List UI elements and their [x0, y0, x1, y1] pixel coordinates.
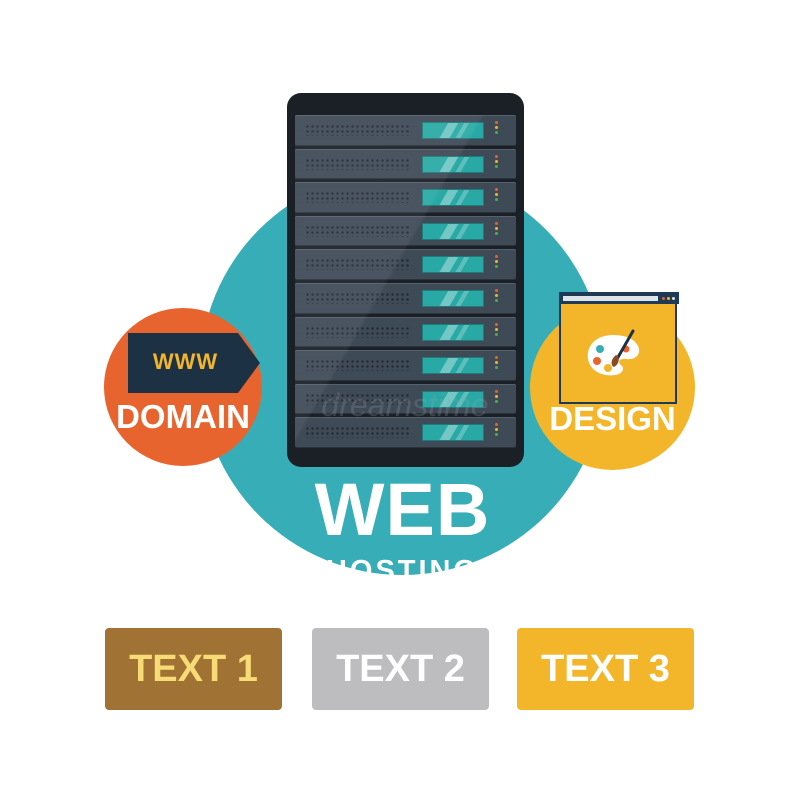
- vent-grille: [305, 191, 410, 204]
- browser-dot-icon: [672, 297, 675, 300]
- status-led-icon: [495, 389, 498, 403]
- drive-panel: [422, 222, 484, 240]
- drive-panel: [422, 289, 484, 307]
- server-unit: [295, 417, 516, 448]
- status-led-icon: [495, 154, 498, 168]
- vent-grille: [305, 224, 410, 237]
- vent-grille: [305, 157, 410, 170]
- browser-window-icon: [559, 294, 677, 404]
- server-unit: [295, 282, 516, 314]
- status-led-icon: [495, 322, 498, 336]
- server-unit: [295, 316, 516, 348]
- drive-panel: [422, 122, 484, 139]
- drive-panel: [422, 189, 484, 207]
- watermark: dreamstime: [321, 387, 489, 423]
- status-led-icon: [495, 121, 498, 134]
- status-led-icon: [495, 255, 498, 269]
- browser-dot-icon: [667, 297, 670, 300]
- vent-grille: [305, 325, 410, 338]
- status-led-icon: [495, 356, 498, 370]
- status-led-icon: [495, 288, 498, 302]
- drive-panel: [422, 256, 484, 274]
- drive-panel: [422, 155, 484, 173]
- vent-grille: [305, 124, 410, 136]
- server-unit: [295, 350, 516, 381]
- www-label: WWW: [152, 349, 219, 374]
- status-led-icon: [495, 221, 498, 235]
- server-unit: [295, 383, 516, 415]
- server-unit: [295, 182, 516, 213]
- status-led-icon: [495, 188, 498, 202]
- server-unit: [295, 215, 516, 247]
- server-units: [295, 115, 516, 448]
- status-led-icon: [495, 423, 498, 437]
- domain-label: DOMAIN: [116, 398, 250, 435]
- drive-panel: [422, 357, 484, 375]
- server-unit: [295, 249, 516, 280]
- hosting-subtitle: HOSTING: [325, 555, 480, 587]
- text-2-button[interactable]: TEXT 2: [312, 628, 489, 710]
- drive-panel: [422, 390, 484, 408]
- www-tag-icon: [128, 333, 238, 393]
- text-1-button[interactable]: TEXT 1: [105, 628, 282, 710]
- vent-grille: [305, 258, 410, 271]
- browser-address-bar: [563, 296, 658, 301]
- server-unit: [295, 115, 516, 146]
- design-label: DESIGN: [549, 400, 676, 437]
- paint-palette-icon: [587, 329, 640, 376]
- vent-grille: [305, 392, 410, 405]
- browser-dot-icon: [662, 297, 665, 300]
- server-unit: [295, 148, 516, 180]
- text-3-button[interactable]: TEXT 3: [517, 628, 694, 710]
- vent-grille: [305, 426, 410, 439]
- vent-grille: [305, 359, 410, 372]
- web-title: WEB: [314, 468, 491, 551]
- drive-panel: [422, 424, 484, 442]
- www-tag-arrow: [238, 333, 260, 393]
- vent-grille: [305, 291, 410, 304]
- drive-panel: [422, 323, 484, 341]
